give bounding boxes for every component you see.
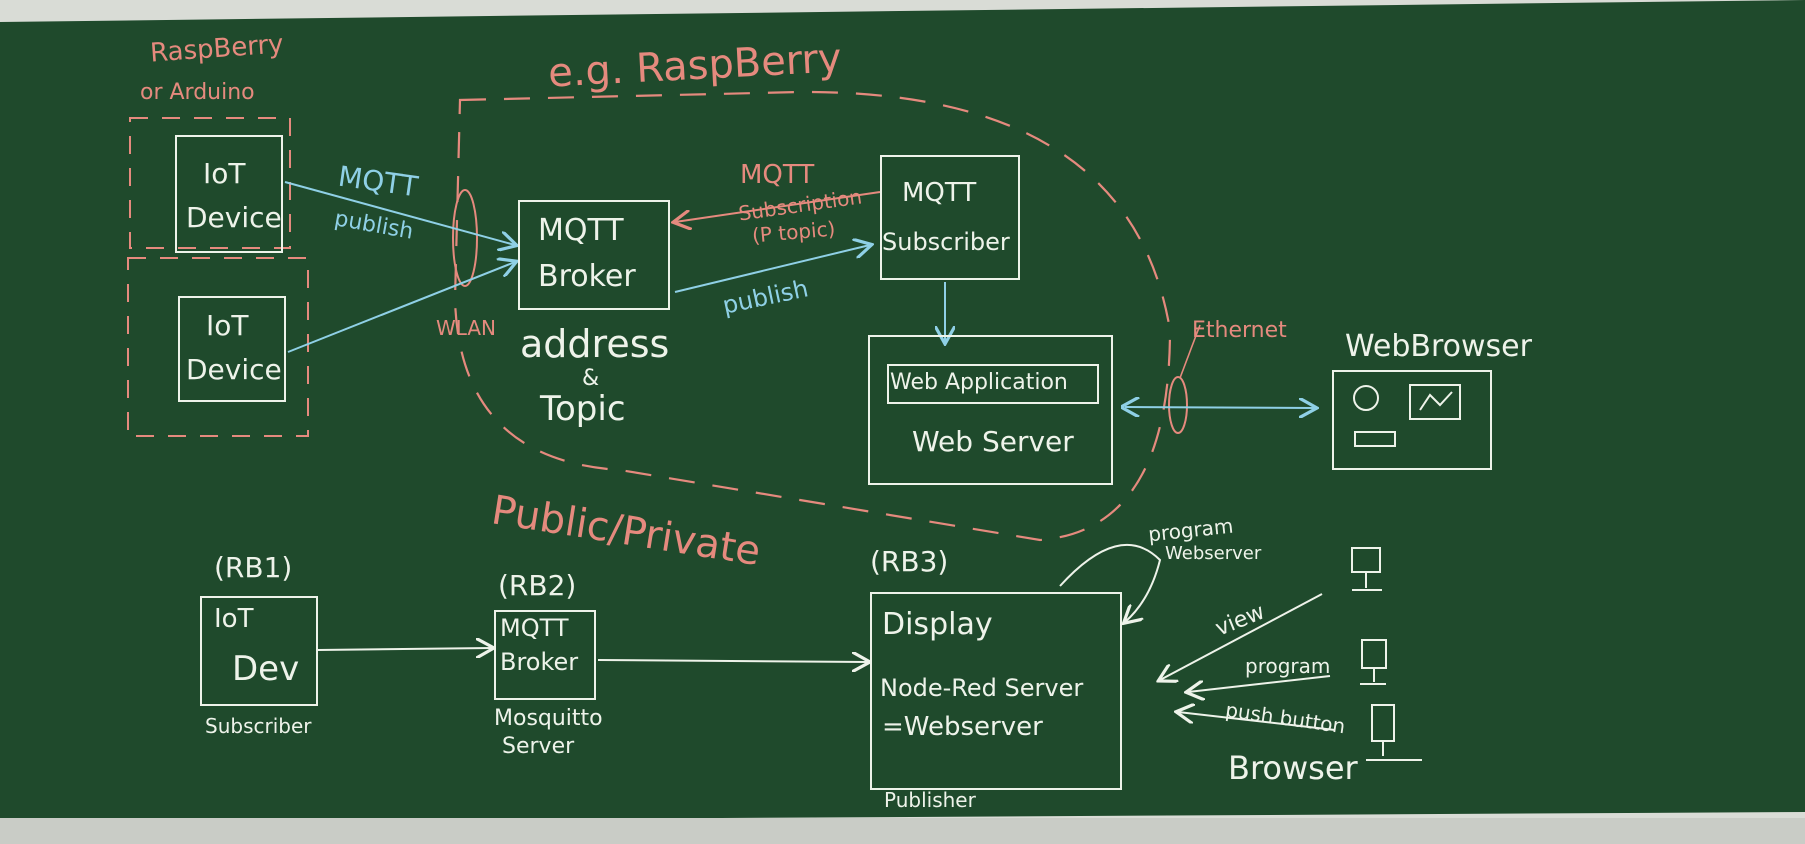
webbrowser-label: WebBrowser [1345, 329, 1532, 364]
broker-line1: MQTT [538, 213, 624, 248]
program-webserver-line2: Webserver [1165, 543, 1262, 564]
iot2-line1: IoT [206, 309, 249, 342]
mqtt-subscription-label: MQTT [740, 160, 815, 190]
iot-device-box-2 [178, 296, 286, 402]
rb1-label: (RB1) [214, 551, 293, 584]
address-label: address [520, 322, 670, 366]
computer-icon [1360, 639, 1387, 685]
broker-line2: Broker [538, 259, 636, 294]
mqtt-broker-box-bottom [494, 610, 596, 700]
wlan-label: WLAN [436, 316, 497, 340]
rb3-label: (RB3) [870, 545, 949, 578]
iot-dev-line2: Dev [232, 649, 300, 689]
subscriber-bottom-label: Subscriber [205, 714, 312, 738]
mqtt-broker-box [518, 200, 670, 310]
computer-icon [1366, 704, 1422, 761]
publisher-label: Publisher [884, 788, 976, 812]
webbrowser-box [1332, 370, 1492, 470]
subscriber-line2: Subscriber [882, 228, 1010, 256]
mosquitto-line2: Server [502, 734, 575, 759]
iot1-line1: IoT [203, 157, 246, 190]
iot-dev-line1: IoT [214, 604, 254, 634]
broker-bottom-line2: Broker [500, 648, 579, 676]
subscriber-line1: MQTT [902, 178, 977, 208]
webserver-bottom-label: =Webserver [882, 712, 1043, 742]
display-label: Display [882, 607, 993, 642]
iot-dev-box [200, 596, 318, 706]
node-red-label: Node-Red Server [880, 674, 1084, 702]
board-surface [0, 0, 1805, 822]
iot2-line2: Device [186, 353, 282, 386]
display-box [870, 592, 1122, 790]
iot1-line2: Device [186, 201, 282, 234]
mqtt-subscriber-box [880, 155, 1020, 280]
rb2-label: (RB2) [498, 569, 577, 602]
iot-device-box-1 [175, 135, 283, 253]
broker-bottom-line1: MQTT [500, 614, 569, 642]
topic-label: Topic [540, 389, 626, 429]
web-application-label: Web Application [890, 370, 1068, 395]
program-label: program [1245, 654, 1331, 678]
web-server-label: Web Server [912, 425, 1074, 458]
ampersand-label: & [582, 366, 600, 391]
computer-icon [1351, 547, 1382, 591]
or-arduino-label: or Arduino [140, 80, 255, 105]
webserver-box [868, 335, 1113, 485]
browser-label: Browser [1228, 749, 1358, 787]
ethernet-label: Ethernet [1192, 318, 1287, 343]
mosquitto-line1: Mosquitto [494, 706, 603, 731]
